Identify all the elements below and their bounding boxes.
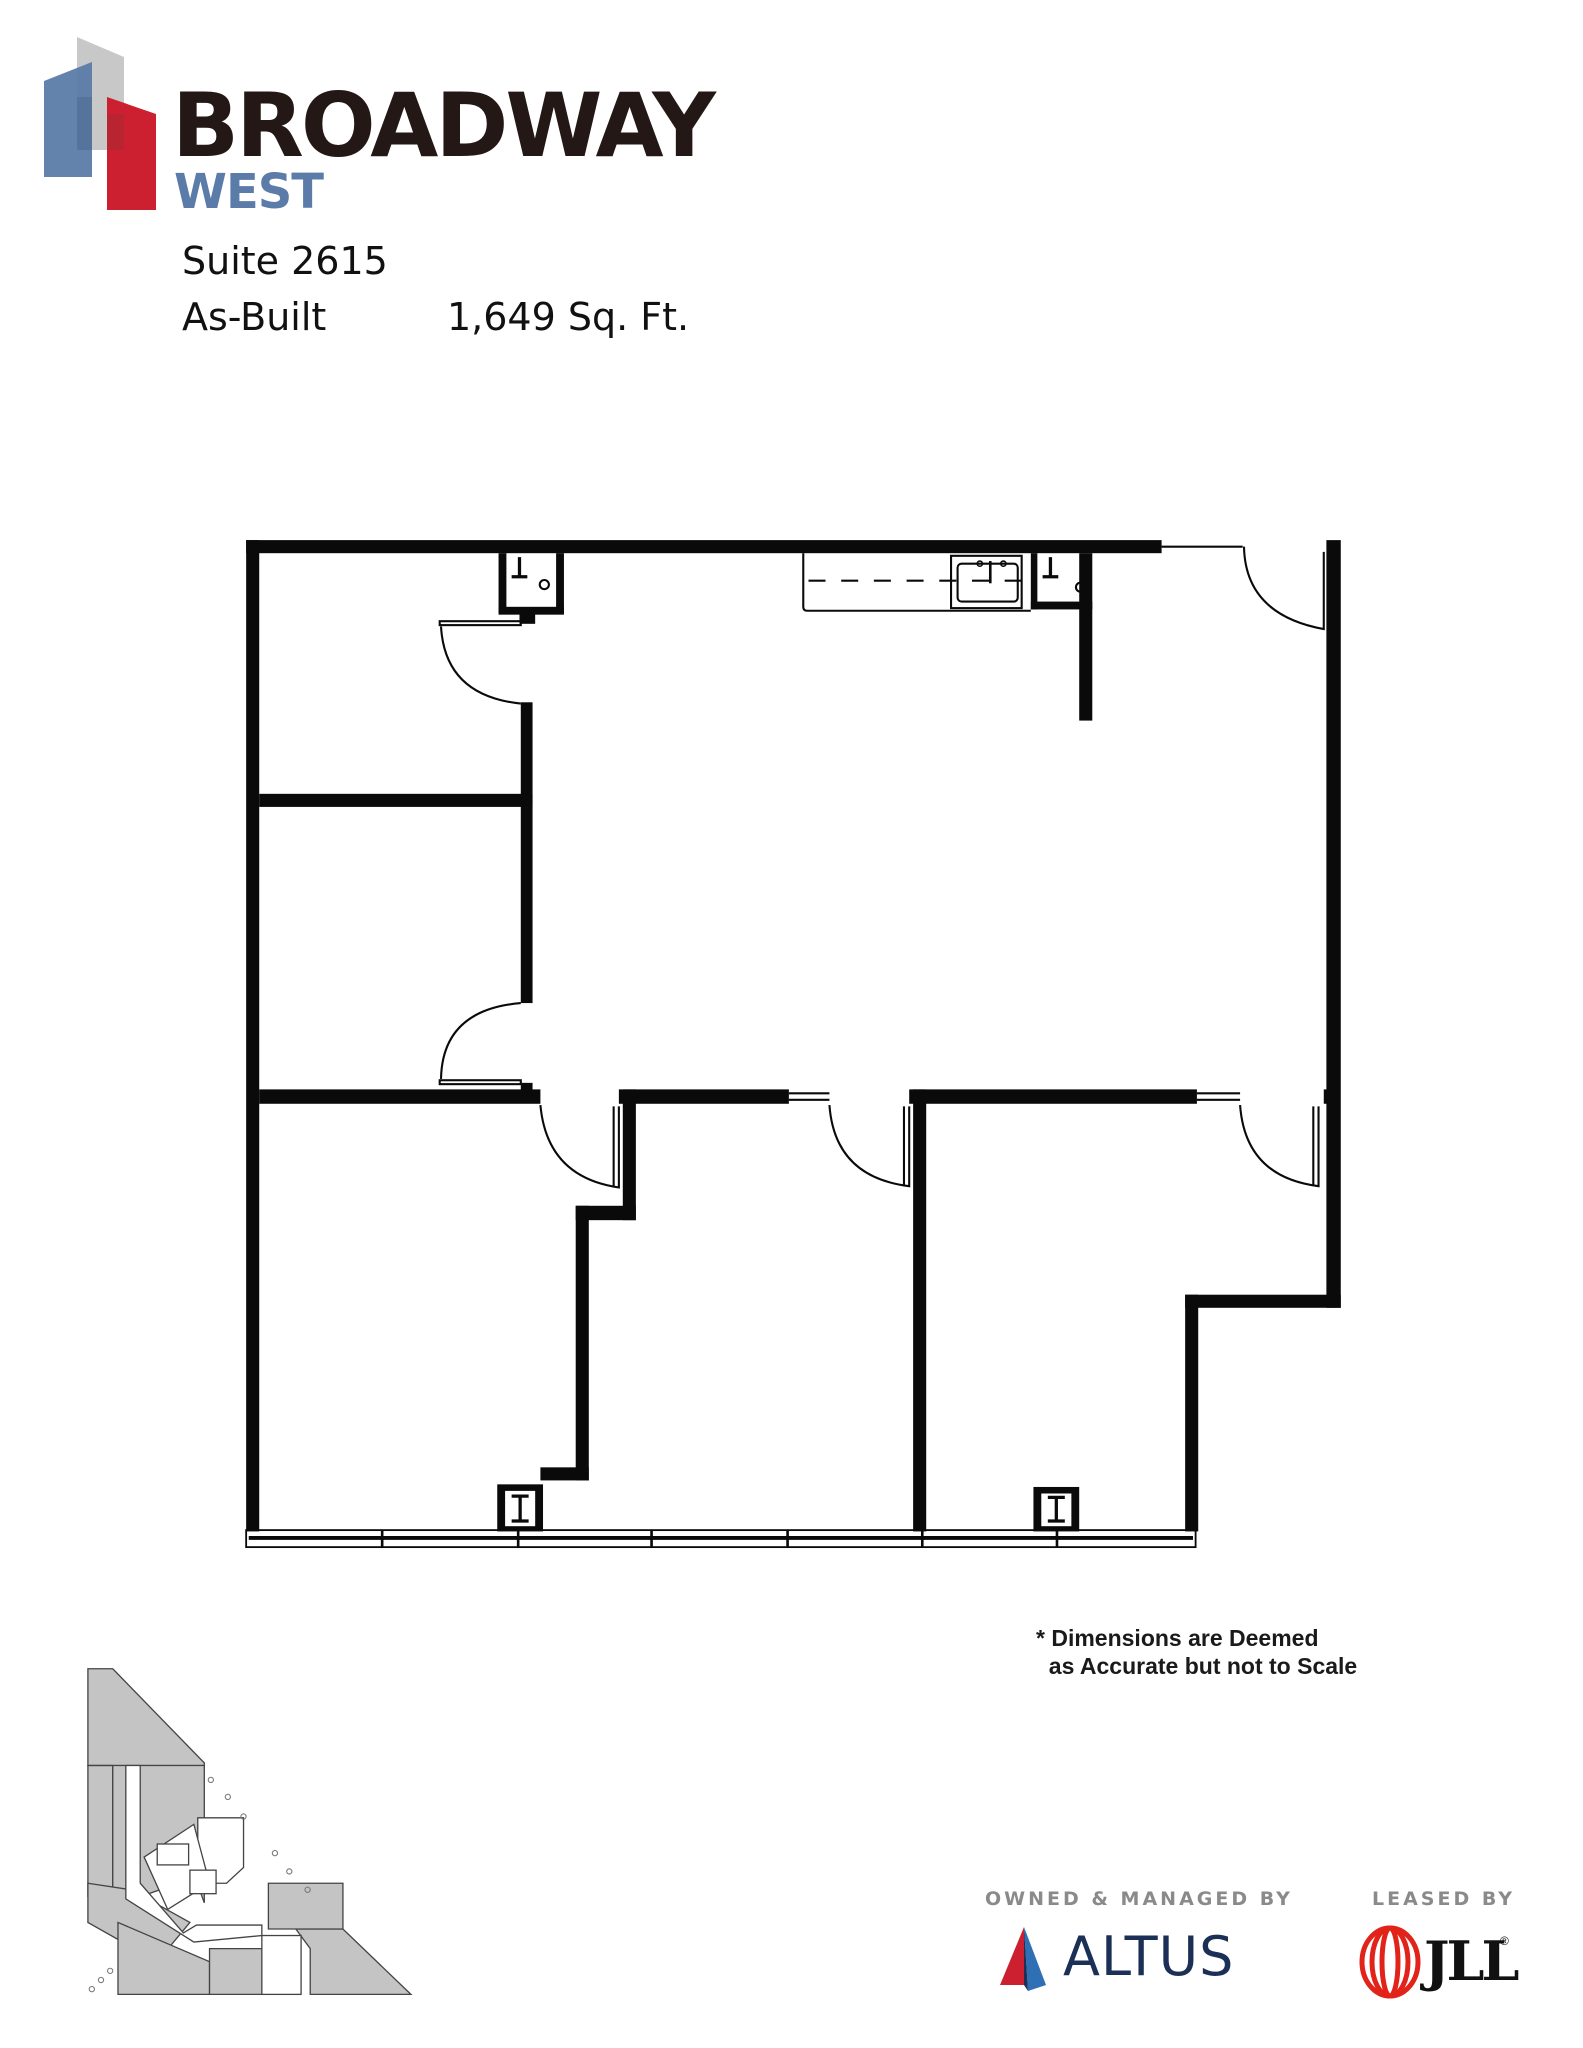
jll-logo-text: JLL [1424,1929,1519,1993]
window-wall [245,1529,1197,1549]
brand-name: BROADWAY [172,74,716,177]
key-plan-dots [88,1776,311,1993]
altus-sail-icon [1000,1927,1046,1991]
brand-sub: WEST [174,164,324,220]
kitchenette [802,553,1031,612]
doors [438,545,1325,1189]
owned-managed-label: OWNED & MANAGED BY [985,1888,1293,1910]
suite-area: 1,649 Sq. Ft. [447,295,690,339]
key-plan [87,1668,413,1996]
altus-logo-text: ALTUS [1063,1925,1235,1988]
suite-type: As-Built [182,295,327,339]
registered-mark: ® [1500,1934,1509,1948]
key-plan-core [125,1764,302,1996]
jll-helix-icon [1359,1925,1421,1999]
leased-by-label: LEASED BY [1372,1888,1516,1910]
walls [246,540,1341,1532]
suite-title: Suite 2615 [182,239,388,283]
column-icons [505,557,1087,1527]
disclaimer-note: * Dimensions are Deemed as Accurate but … [1036,1625,1358,1679]
